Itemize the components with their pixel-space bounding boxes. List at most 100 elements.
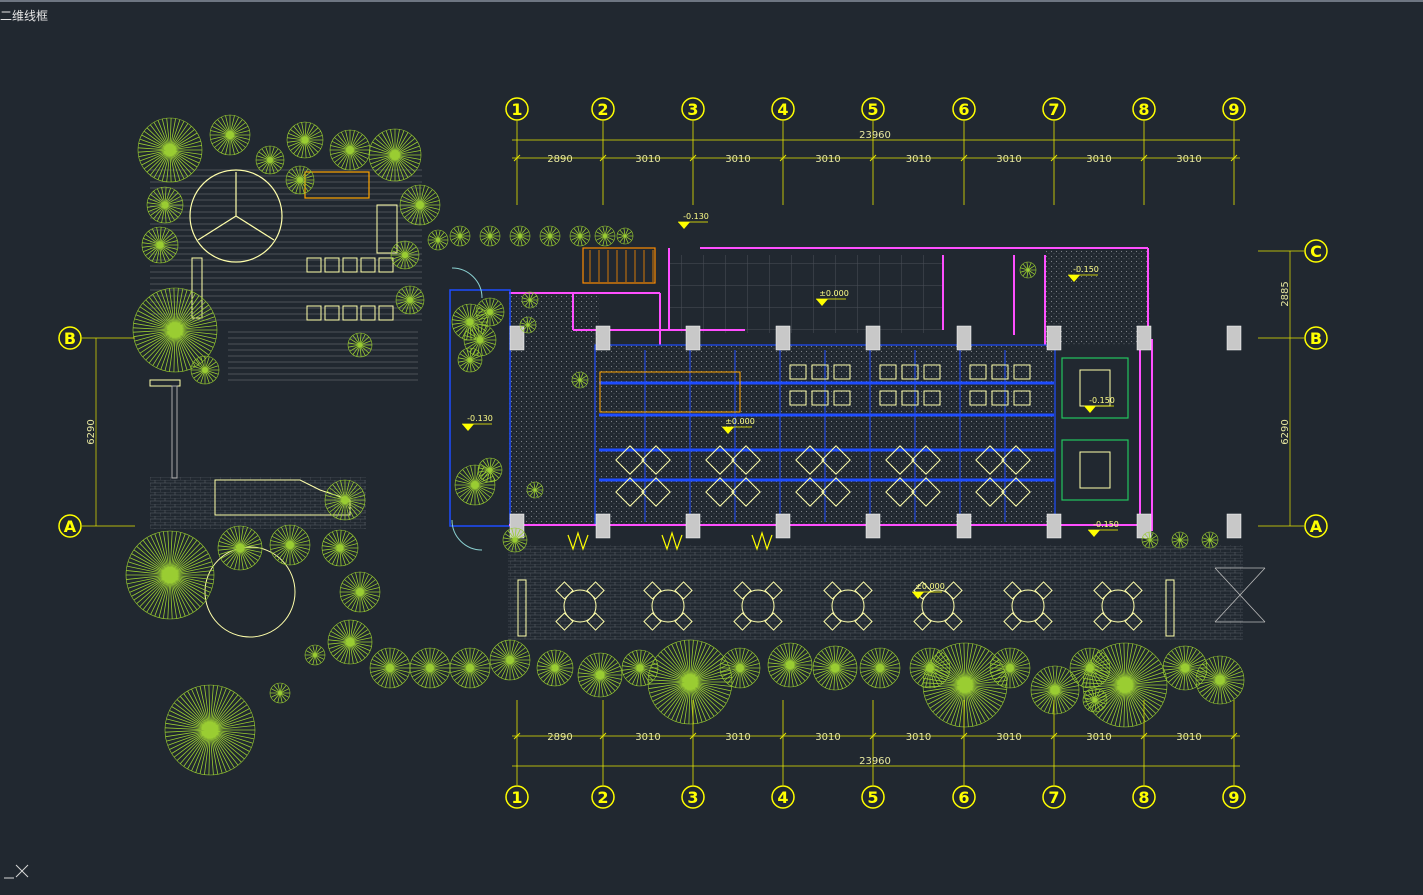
dim-top-span-label: 3010 bbox=[815, 154, 840, 165]
terrace-round-table bbox=[1011, 589, 1045, 623]
axis-bubble-bottom-7-circle bbox=[1042, 785, 1066, 809]
dim-bottom-tick bbox=[513, 732, 521, 740]
dim-top-tick bbox=[513, 154, 521, 162]
tree bbox=[368, 128, 422, 182]
axis-bubble-bottom-3-circle bbox=[681, 785, 705, 809]
facade-zigzag bbox=[751, 530, 773, 551]
deck-chair bbox=[342, 305, 358, 321]
deck-bench bbox=[376, 204, 398, 254]
booth-seat bbox=[811, 364, 829, 380]
garden-round-pavilion bbox=[189, 169, 283, 263]
viewport-style-label[interactable]: 二维线框 bbox=[0, 9, 49, 23]
table-diamond bbox=[975, 477, 1005, 507]
booth-seat bbox=[789, 364, 807, 380]
facade-zigzag bbox=[567, 530, 589, 551]
dim-top-span-label: 3010 bbox=[1086, 154, 1111, 165]
tree-branches bbox=[450, 648, 490, 688]
terrace-chair bbox=[555, 581, 574, 600]
private-room-table bbox=[1079, 451, 1111, 489]
ucs-icon bbox=[4, 864, 29, 879]
tree bbox=[536, 649, 574, 687]
terrace-bench bbox=[517, 579, 527, 637]
column-b bbox=[956, 325, 972, 351]
tree bbox=[647, 639, 733, 725]
tree-branches bbox=[720, 648, 760, 688]
terrace-chair bbox=[586, 581, 605, 600]
pavilion-ribs bbox=[197, 172, 275, 241]
table-diamond bbox=[911, 477, 941, 507]
tree bbox=[255, 145, 285, 175]
tree bbox=[1171, 531, 1189, 549]
entrance-door-swing bbox=[451, 267, 483, 299]
column-b bbox=[685, 325, 701, 351]
axis-bubble-top-4-label: 4 bbox=[777, 100, 788, 119]
tree-branches bbox=[478, 458, 502, 482]
tree-branches bbox=[256, 146, 284, 174]
axis-bubble-top-8-label: 8 bbox=[1138, 100, 1149, 119]
booth-seat bbox=[833, 364, 851, 380]
level-toilet-label: -0.150 bbox=[1073, 265, 1099, 274]
tree bbox=[399, 184, 441, 226]
booth-seat bbox=[789, 390, 807, 406]
terrace-chair bbox=[1124, 612, 1143, 631]
tree bbox=[477, 457, 503, 483]
dim-bottom-span-label: 2890 bbox=[547, 732, 572, 743]
table-diamond bbox=[641, 445, 671, 475]
tree bbox=[812, 645, 858, 691]
paving-layer bbox=[150, 165, 1243, 640]
table-diamond bbox=[885, 445, 915, 475]
tree-branches bbox=[270, 683, 290, 703]
dim-bottom-span-label: 3010 bbox=[635, 732, 660, 743]
dim-bottom-span-label: 3010 bbox=[906, 732, 931, 743]
column-b bbox=[865, 325, 881, 351]
booth-seat bbox=[923, 390, 941, 406]
terrace-chair bbox=[1034, 581, 1053, 600]
terrace-chair bbox=[1124, 581, 1143, 600]
deck-chair bbox=[324, 305, 340, 321]
dim-bottom-span-label: 3010 bbox=[1086, 732, 1111, 743]
column-b bbox=[1136, 325, 1152, 351]
tree-branches bbox=[348, 333, 372, 357]
dim-bottom-tick bbox=[689, 732, 697, 740]
dim-bottom-tick bbox=[1050, 732, 1058, 740]
column-b bbox=[1226, 325, 1242, 351]
booth-seat bbox=[969, 390, 987, 406]
tree bbox=[190, 355, 220, 385]
tree bbox=[125, 530, 215, 620]
tree-branches bbox=[218, 525, 262, 571]
axis-bubble-right-B-label: B bbox=[1310, 329, 1322, 348]
private-room-sofa bbox=[1061, 439, 1129, 501]
dim-top-span-label: 2890 bbox=[547, 154, 572, 165]
tree bbox=[217, 525, 263, 571]
terrace-chair bbox=[586, 612, 605, 631]
tree-branches bbox=[286, 166, 314, 194]
dim-top-tick bbox=[960, 154, 968, 162]
column-a bbox=[956, 513, 972, 539]
level-west-door-label: -0.130 bbox=[467, 414, 493, 423]
axis-bubble-bottom-7-label: 7 bbox=[1048, 788, 1059, 807]
terrace-round-table bbox=[741, 589, 775, 623]
booth-seat bbox=[1013, 390, 1031, 406]
axis-bubble-right-C-label: C bbox=[1310, 242, 1322, 261]
tree bbox=[594, 225, 616, 247]
walls-layer bbox=[449, 247, 1266, 623]
axis-bubble-bottom-4-circle bbox=[771, 785, 795, 809]
dim-bottom-span-label: 3010 bbox=[1176, 732, 1201, 743]
level-hall-label: ±0.000 bbox=[725, 417, 755, 426]
tree-branches bbox=[330, 130, 370, 170]
tree bbox=[463, 323, 497, 357]
entrance-door-swing bbox=[451, 519, 483, 551]
tree-branches bbox=[325, 480, 365, 520]
terrace-chair bbox=[854, 581, 873, 600]
tree bbox=[321, 529, 359, 567]
tree-branches bbox=[522, 292, 538, 308]
dim-bottom-tick bbox=[779, 732, 787, 740]
axis-bubble-top-4-circle bbox=[771, 97, 795, 121]
tree bbox=[449, 647, 491, 689]
terrace-round-table bbox=[831, 589, 865, 623]
tree-branches bbox=[305, 645, 325, 665]
dim-bottom-tick bbox=[599, 732, 607, 740]
column-b bbox=[775, 325, 791, 351]
tree-branches bbox=[340, 572, 380, 612]
